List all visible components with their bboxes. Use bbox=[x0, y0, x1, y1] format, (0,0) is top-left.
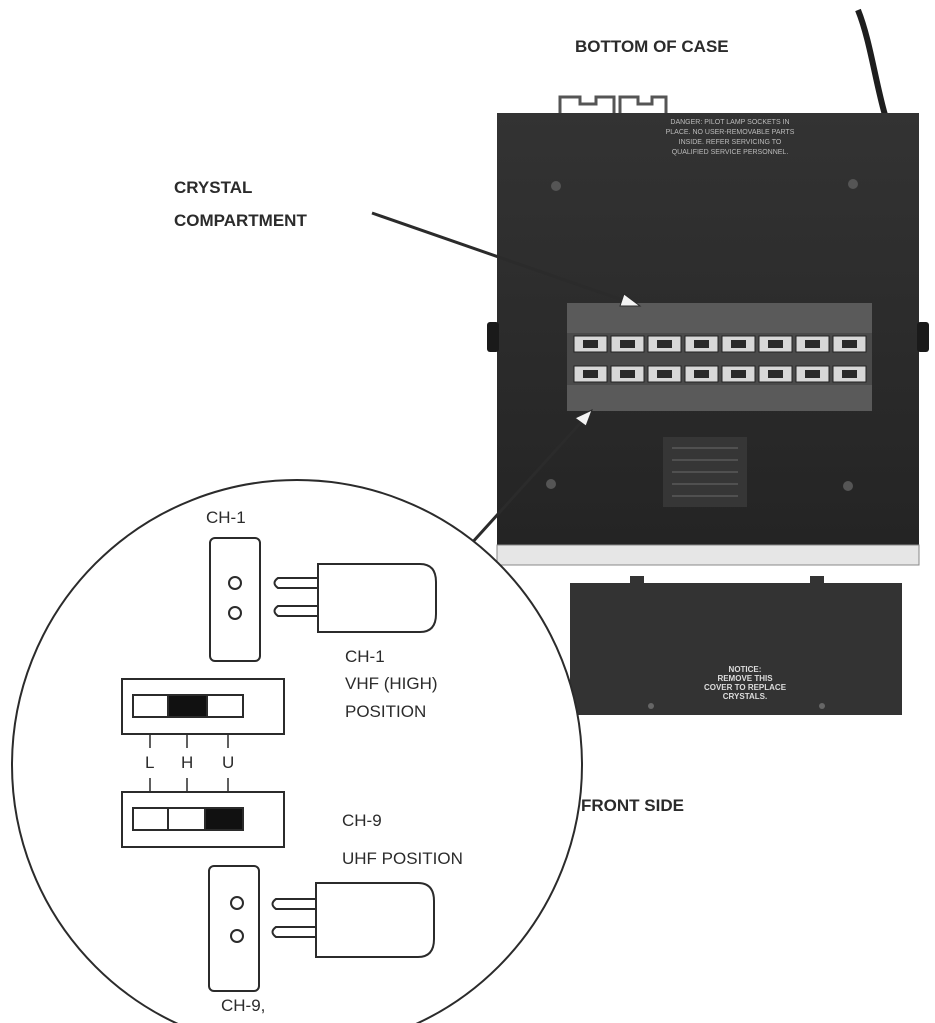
ch1-crystal-label-line-2: VHF (HIGH) bbox=[345, 674, 438, 693]
power-cord bbox=[855, 8, 888, 116]
crystal-socket-hole bbox=[694, 370, 709, 378]
crystal-socket-hole bbox=[768, 340, 783, 348]
cover-notice-line-2: REMOVE THIS bbox=[717, 674, 773, 683]
crystal-socket-hole bbox=[842, 340, 857, 348]
crystal-label-line-1: CRYSTAL bbox=[174, 178, 252, 197]
band-switch-ch1 bbox=[121, 678, 285, 735]
inset-pointer-arrow bbox=[468, 409, 593, 547]
cover-notice-line-3: COVER TO REPLACE bbox=[704, 683, 787, 692]
crystal-socket-hole bbox=[694, 340, 709, 348]
ch9-crystal-socket bbox=[208, 865, 260, 992]
crystal-socket-hole bbox=[768, 370, 783, 378]
ch1-crystal bbox=[273, 563, 437, 633]
crystal-socket-hole bbox=[583, 340, 598, 348]
crystal-socket-hole bbox=[842, 370, 857, 378]
svg-text:QUALIFIED SERVICE PERSONNEL.: QUALIFIED SERVICE PERSONNEL. bbox=[672, 149, 789, 156]
crystal-socket-hole bbox=[805, 340, 820, 348]
crystal-label-line-2: COMPARTMENT bbox=[174, 211, 307, 230]
switch-position-uhf: U bbox=[222, 753, 234, 772]
ch1-crystal-socket bbox=[209, 537, 261, 662]
crystal-socket-hole bbox=[583, 370, 598, 378]
ch1-crystal-label-line-3: POSITION bbox=[345, 702, 426, 721]
case-schematic-label bbox=[663, 437, 747, 507]
crystal-socket-hole bbox=[620, 370, 635, 378]
ch9-crystal-label-line-2: UHF POSITION bbox=[342, 849, 463, 868]
switch-tick-marks bbox=[149, 734, 229, 792]
front-side-label: FRONT SIDE bbox=[581, 796, 684, 815]
svg-text:PLACE. NO USER-REMOVABLE PARTS: PLACE. NO USER-REMOVABLE PARTS bbox=[666, 129, 795, 136]
ch9-crystal-label-line-1: CH-9 bbox=[342, 811, 382, 830]
cover-notice-line-4: CRYSTALS. bbox=[723, 692, 767, 701]
crystal-socket-hole bbox=[731, 340, 746, 348]
switch-position-high: H bbox=[181, 753, 193, 772]
svg-text:INSIDE. REFER SERVICING TO: INSIDE. REFER SERVICING TO bbox=[679, 139, 782, 146]
ch1-socket-label: CH-1 bbox=[206, 508, 246, 527]
crystal-socket-hole bbox=[805, 370, 820, 378]
svg-text:DANGER: PILOT LAMP SOCKETS IN: DANGER: PILOT LAMP SOCKETS IN bbox=[670, 119, 789, 126]
crystal-cover-plate: NOTICE: REMOVE THIS COVER TO REPLACE CRY… bbox=[570, 576, 902, 715]
crystal-compartment bbox=[567, 303, 872, 411]
case-handles bbox=[558, 95, 668, 115]
ch1-crystal-label-line-1: CH-1 bbox=[345, 647, 385, 666]
crystal-socket-hole bbox=[620, 340, 635, 348]
crystal-socket-hole bbox=[731, 370, 746, 378]
crystal-compartment-arrow bbox=[371, 211, 642, 307]
ch9-crystal bbox=[271, 882, 435, 958]
magnified-inset: CH-1 CH-1 VHF (HIGH) POSITION bbox=[11, 479, 583, 1023]
switch-position-low: L bbox=[145, 753, 154, 772]
crystal-socket-hole bbox=[657, 340, 672, 348]
cover-notice-line-1: NOTICE: bbox=[729, 665, 762, 674]
ch9-socket-label: CH-9, bbox=[221, 996, 265, 1015]
bottom-of-case-label: BOTTOM OF CASE bbox=[575, 37, 729, 56]
band-switch-ch9 bbox=[121, 791, 285, 848]
case-warning-text: DANGER: PILOT LAMP SOCKETS IN PLACE. NO … bbox=[666, 119, 795, 156]
crystal-socket-hole bbox=[657, 370, 672, 378]
